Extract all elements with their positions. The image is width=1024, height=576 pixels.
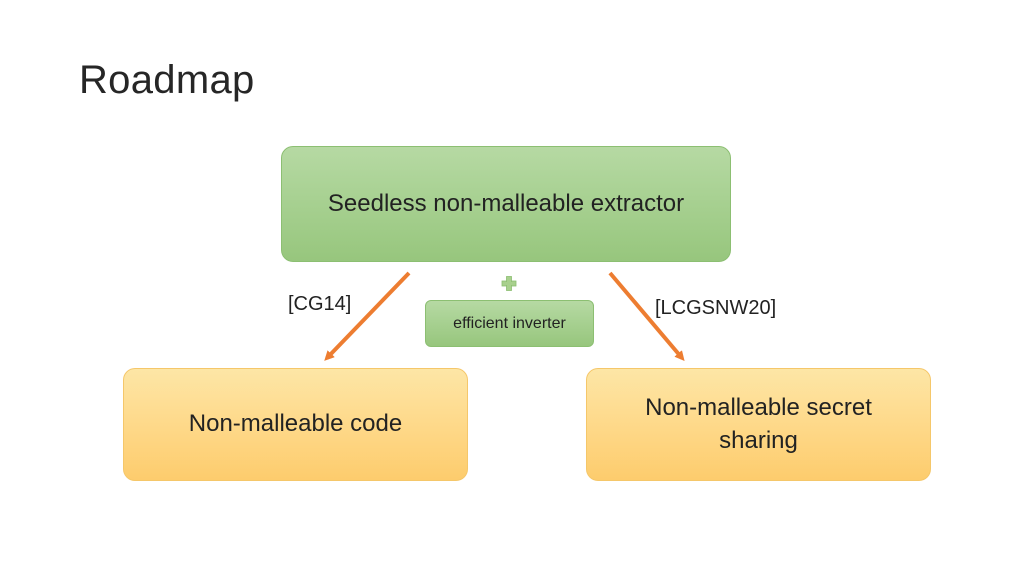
node-efficient-inverter-label: efficient inverter (453, 314, 566, 332)
node-non-malleable-code: Non-malleable code (123, 368, 468, 481)
node-seedless-extractor: Seedless non-malleable extractor (281, 146, 731, 262)
plus-icon (501, 276, 517, 291)
slide-title: Roadmap (79, 58, 255, 102)
node-non-malleable-secret-sharing: Non-malleable secret sharing (586, 368, 931, 481)
node-seedless-extractor-label: Seedless non-malleable extractor (327, 189, 685, 217)
node-non-malleable-secret-sharing-label: Non-malleable secret sharing (645, 394, 872, 454)
edge-label-right: [LCGSNW20] (655, 297, 777, 319)
edge-label-left: [CG14] (288, 293, 352, 315)
node-non-malleable-code-label: Non-malleable code (188, 410, 403, 438)
node-efficient-inverter: efficient inverter (425, 300, 594, 347)
